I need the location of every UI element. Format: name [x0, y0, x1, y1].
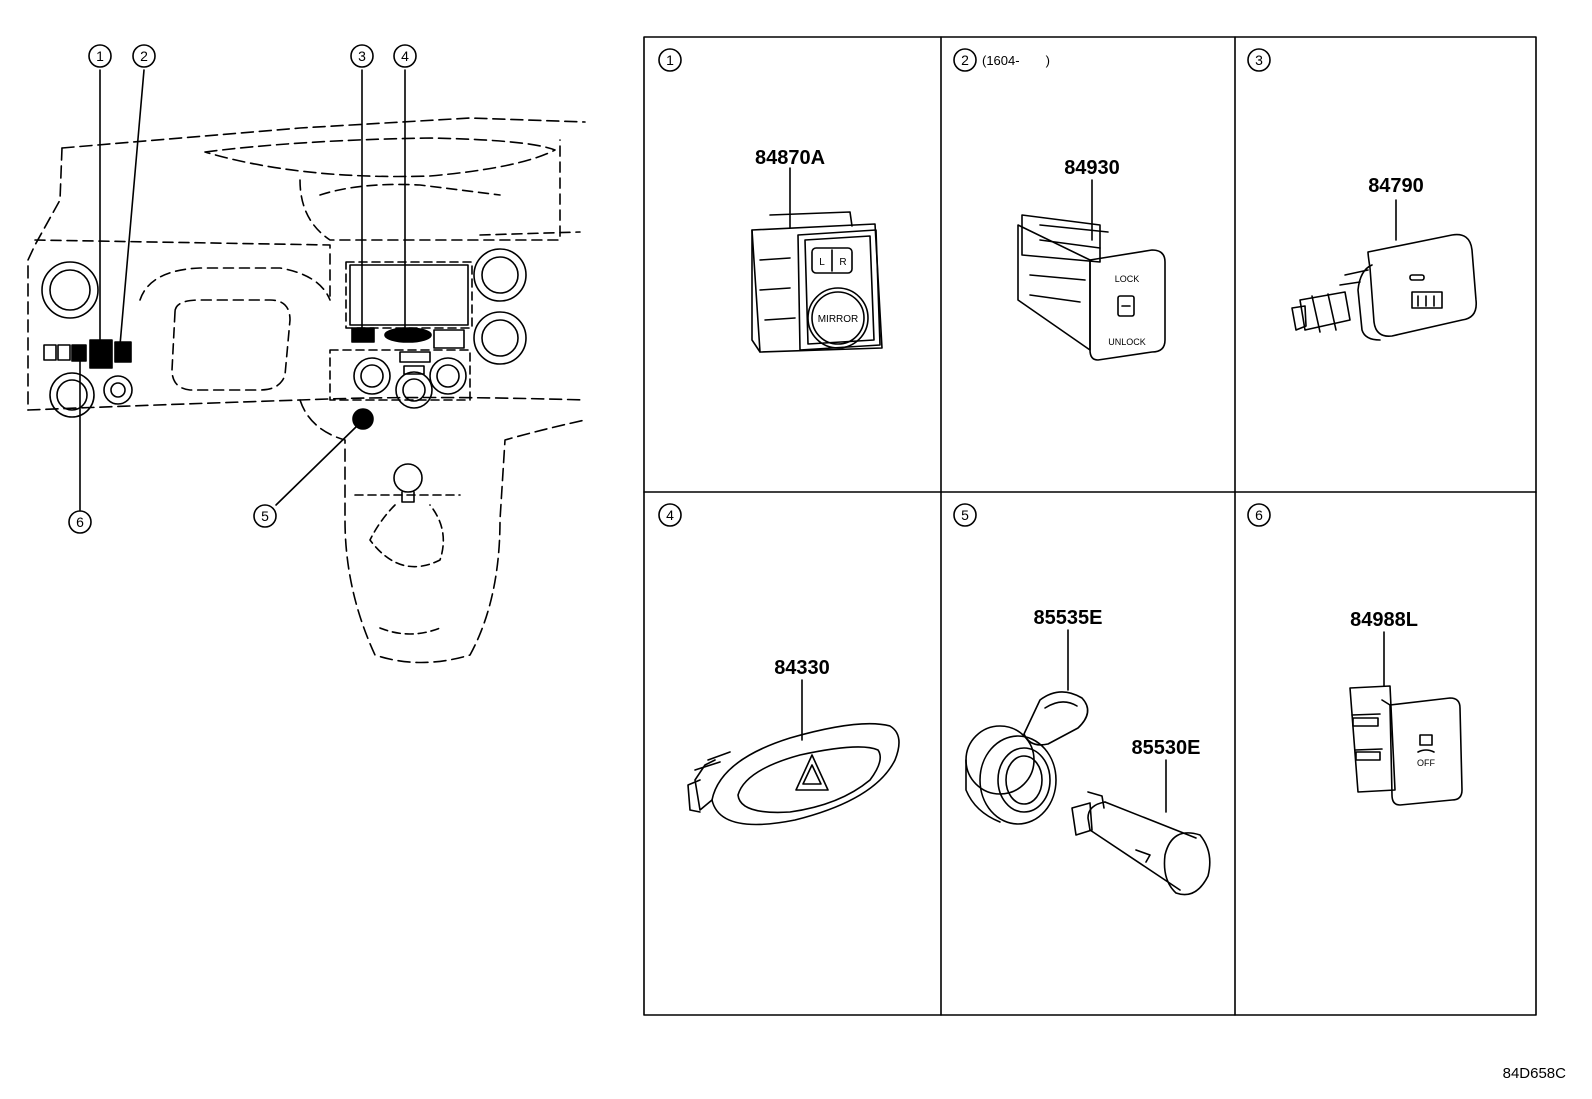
mirror-switch-illustration [751, 167, 883, 353]
part-number-84988L: 84988L [1350, 609, 1418, 631]
door-lock-switch-illustration [1017, 179, 1166, 361]
callout-1-circle [88, 44, 112, 68]
cell-2-date-range: (1604- ) [982, 53, 1050, 68]
mirror-switch-label: MIRROR [818, 314, 859, 325]
cell-6-number: 6 [1255, 507, 1263, 523]
part-number-84930: 84930 [1064, 157, 1120, 179]
callout-3-label: 3 [358, 48, 366, 64]
cell-5-number: 5 [961, 507, 969, 523]
cell-3-number: 3 [1255, 52, 1263, 68]
dashboard-overview [27, 44, 586, 664]
callout-2-label: 2 [140, 48, 148, 64]
part-number-85530E: 85530E [1132, 737, 1201, 759]
door-lock-label: LOCK [1115, 274, 1140, 284]
callout-3-circle [350, 44, 374, 68]
part-number-85535E: 85535E [1034, 607, 1103, 629]
parts-grid [643, 36, 1537, 1016]
callout-2-circle [132, 44, 156, 68]
callout-4-circle [393, 44, 417, 68]
door-unlock-label: UNLOCK [1108, 337, 1146, 347]
vsc-off-switch-illustration [1349, 631, 1463, 806]
defogger-switch-illustration [1291, 199, 1478, 341]
part-number-84330: 84330 [774, 657, 830, 679]
mirror-switch-l-label: L [819, 257, 825, 268]
cell-1-number: 1 [666, 52, 674, 68]
cell-4-number: 4 [666, 507, 674, 523]
power-outlet-illustration [965, 629, 1211, 896]
cell-2-number: 2 [961, 52, 969, 68]
vsc-off-label: OFF [1417, 758, 1435, 768]
hazard-switch-illustration [687, 679, 900, 826]
mirror-switch-r-label: R [839, 257, 846, 268]
callout-5-circle [253, 504, 277, 528]
part-number-84790: 84790 [1368, 175, 1424, 197]
callout-6-circle [68, 510, 92, 534]
illustration-code: 84D658C [1503, 1065, 1567, 1082]
callout-1-label: 1 [96, 48, 104, 64]
callout-6-label: 6 [76, 514, 84, 530]
part-number-84870A: 84870A [755, 147, 825, 169]
callout-5-label: 5 [261, 508, 269, 524]
callout-4-label: 4 [401, 48, 409, 64]
